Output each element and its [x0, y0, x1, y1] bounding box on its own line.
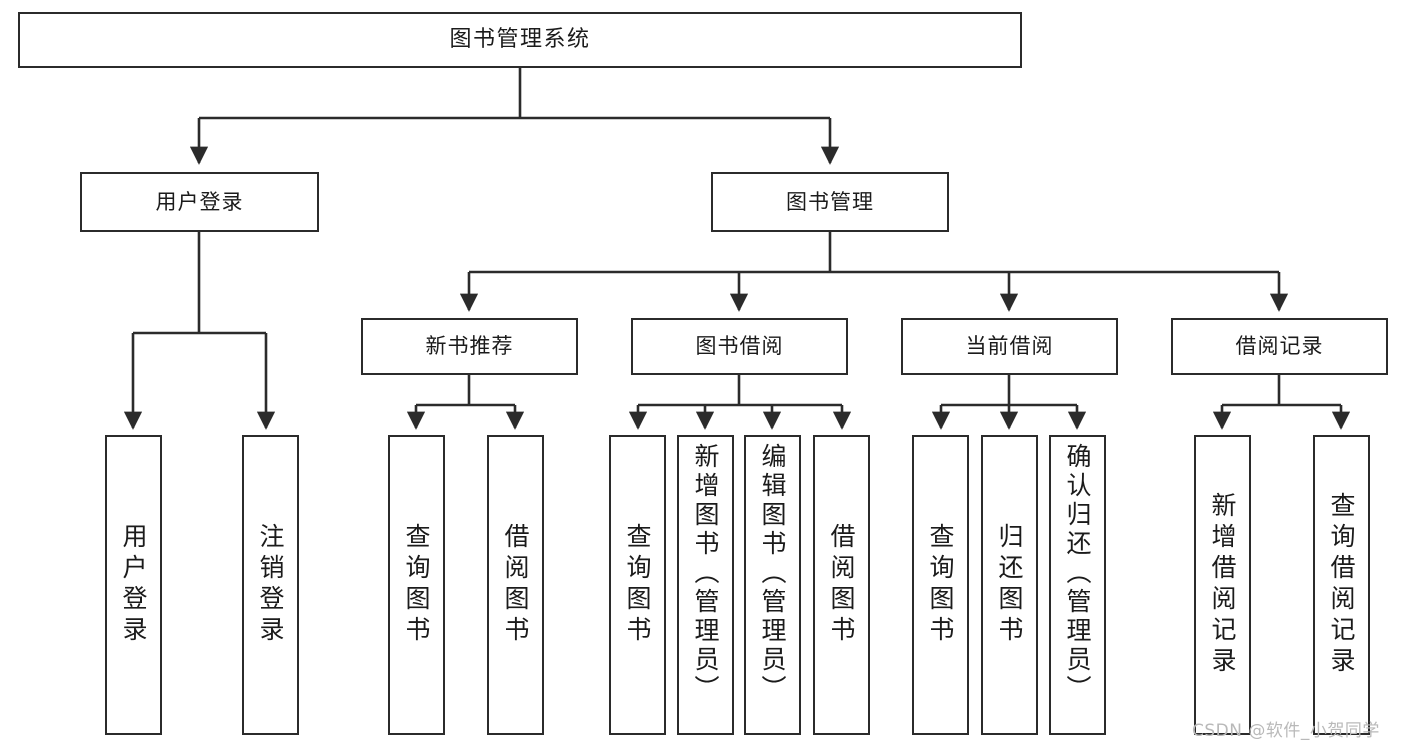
leaf-query-book-current[interactable]: 查询图书 — [912, 435, 969, 735]
node-label: 新增借阅记录 — [1208, 492, 1237, 678]
leaf-confirm-return-admin[interactable]: 确认归还（管理员） — [1049, 435, 1106, 735]
node-label: 查询图书 — [402, 523, 431, 647]
node-label: 新书推荐 — [425, 334, 514, 359]
node-label: 查询图书 — [926, 523, 955, 647]
node-label: 图书借阅 — [695, 334, 784, 359]
leaf-query-book-recommend[interactable]: 查询图书 — [388, 435, 445, 735]
leaf-user-login[interactable]: 用户登录 — [105, 435, 162, 735]
leaf-add-book-admin[interactable]: 新增图书（管理员） — [677, 435, 734, 735]
node-label: 注销登录 — [256, 523, 285, 647]
csdn-watermark: CSDN @软件_小贺同学 — [1192, 721, 1380, 741]
leaf-logout[interactable]: 注销登录 — [242, 435, 299, 735]
node-label: 查询图书 — [623, 523, 652, 647]
leaf-query-book-borrow[interactable]: 查询图书 — [609, 435, 666, 735]
leaf-edit-book-admin[interactable]: 编辑图书（管理员） — [744, 435, 801, 735]
node-label: 当前借阅 — [965, 334, 1054, 359]
node-label: 归还图书 — [995, 523, 1024, 647]
leaf-return-book[interactable]: 归还图书 — [981, 435, 1038, 735]
leaf-borrow-book-borrow[interactable]: 借阅图书 — [813, 435, 870, 735]
node-label: 借阅记录 — [1235, 334, 1324, 359]
node-label: 编辑图书（管理员） — [758, 443, 787, 704]
node-label: 确认归还（管理员） — [1063, 443, 1092, 704]
node-book-manage[interactable]: 图书管理 — [711, 172, 949, 232]
node-root-system[interactable]: 图书管理系统 — [18, 12, 1022, 68]
node-label: 用户登录 — [155, 189, 244, 214]
node-label: 图书管理系统 — [449, 27, 591, 53]
node-label: 借阅图书 — [827, 523, 856, 647]
node-label: 新增图书（管理员） — [691, 443, 720, 704]
node-label: 用户登录 — [119, 523, 148, 647]
node-label: 借阅图书 — [501, 523, 530, 647]
node-current-borrow[interactable]: 当前借阅 — [901, 318, 1118, 375]
node-user-login[interactable]: 用户登录 — [80, 172, 319, 232]
leaf-query-borrow-record[interactable]: 查询借阅记录 — [1313, 435, 1370, 735]
node-label: 图书管理 — [786, 189, 874, 214]
node-label: 查询借阅记录 — [1327, 492, 1356, 678]
leaf-borrow-book-recommend[interactable]: 借阅图书 — [487, 435, 544, 735]
leaf-add-borrow-record[interactable]: 新增借阅记录 — [1194, 435, 1251, 735]
node-new-book-recommend[interactable]: 新书推荐 — [361, 318, 578, 375]
node-book-borrow[interactable]: 图书借阅 — [631, 318, 848, 375]
node-borrow-record[interactable]: 借阅记录 — [1171, 318, 1388, 375]
